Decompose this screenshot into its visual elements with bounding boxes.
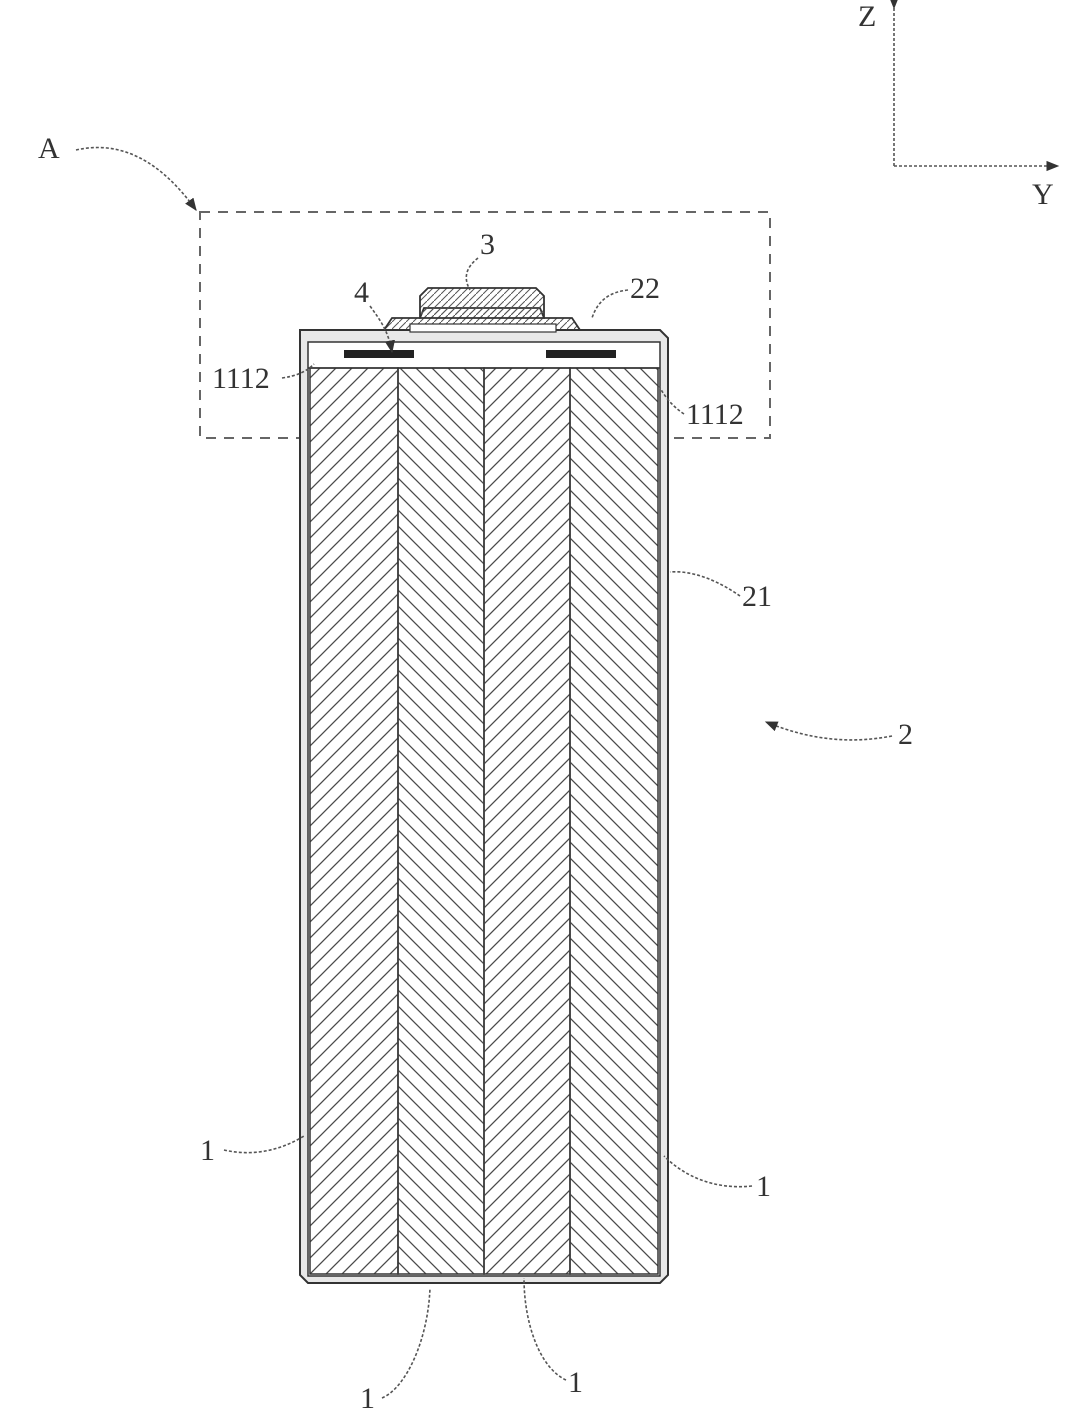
cell-right-label: 1	[756, 1170, 771, 1203]
tab-left-label: 1112	[212, 362, 270, 395]
tab-connector-label: 4	[354, 276, 369, 309]
callout-cell-bottom-left: 1	[360, 1288, 430, 1415]
cap-assembly	[384, 288, 580, 332]
cell-bottom-right-label: 1	[568, 1366, 583, 1399]
terminal-insulator	[410, 324, 556, 332]
callout-terminal: 3	[466, 228, 495, 290]
callout-tab-left: 1112	[212, 362, 314, 395]
region-a-label: A	[38, 132, 60, 165]
terminal	[420, 288, 544, 318]
region-a-callout: A	[38, 132, 196, 210]
callout-cell-left: 1	[200, 1134, 304, 1167]
cap-plate-label: 22	[630, 272, 660, 305]
terminal-label: 3	[480, 228, 495, 261]
y-axis-label: Y	[1032, 178, 1054, 211]
callout-cap-plate: 22	[592, 272, 660, 318]
tab-right-label: 1112	[686, 398, 744, 431]
electrode-assemblies	[310, 368, 658, 1274]
callout-cell-right: 1	[664, 1156, 771, 1203]
battery-cell-label: 2	[898, 718, 913, 751]
cell-left-label: 1	[200, 1134, 215, 1167]
callout-battery-cell: 2	[766, 718, 913, 751]
housing-label: 21	[742, 580, 772, 613]
callout-cell-bottom-right: 1	[524, 1278, 583, 1399]
electrode-column	[398, 368, 484, 1274]
callout-housing: 21	[670, 572, 772, 613]
z-axis-label: Z	[858, 0, 876, 33]
callout-tab-right: 1112	[658, 384, 744, 431]
cell-bottom-left-label: 1	[360, 1382, 375, 1415]
electrode-column	[570, 368, 658, 1274]
electrode-column	[484, 368, 570, 1274]
electrode-column	[310, 368, 398, 1274]
tab-right	[546, 350, 616, 358]
tab-left	[344, 350, 414, 358]
coordinate-axes: Z Y	[858, 0, 1058, 211]
